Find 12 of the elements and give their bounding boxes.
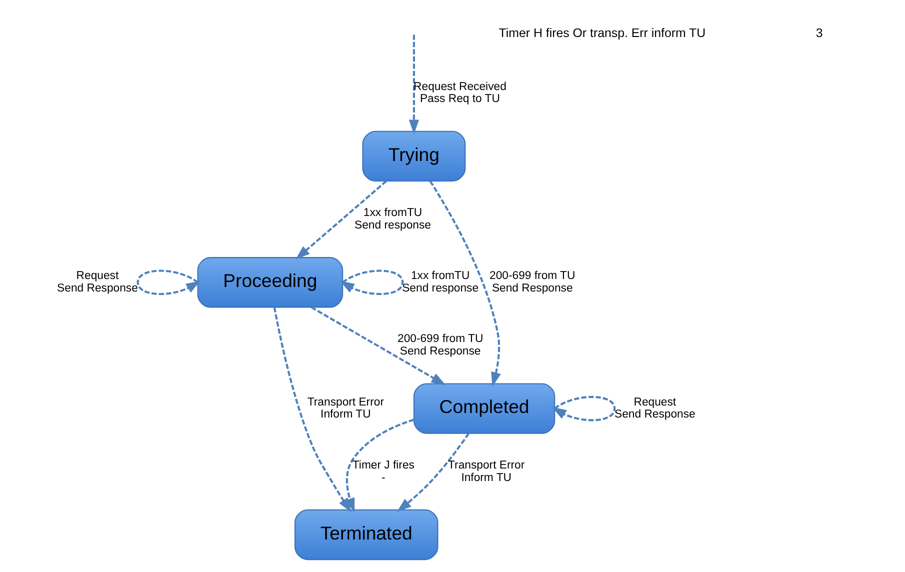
edge-label: 200-699 from TU Send Response <box>397 333 483 358</box>
edge-label: 1xx fromTU Send response <box>402 270 478 294</box>
edge-label: 200-699 from TU Send Response <box>489 270 575 294</box>
edge-label: Request Received Pass Req to TU <box>413 80 506 106</box>
edge-label: 1xx fromTU Send response <box>354 206 430 232</box>
edge-label: Request Send Response <box>614 396 695 421</box>
label: 3 <box>815 26 822 40</box>
edge-label: Transport Error Inform TU <box>306 396 384 421</box>
edge-label: Timer J fires - <box>352 459 414 484</box>
edge-label: Request Send Response <box>56 270 138 294</box>
label: Timer H fires Or transp. Err inform TU <box>498 26 706 40</box>
edge-label: Transport Error Inform TU <box>448 459 524 484</box>
